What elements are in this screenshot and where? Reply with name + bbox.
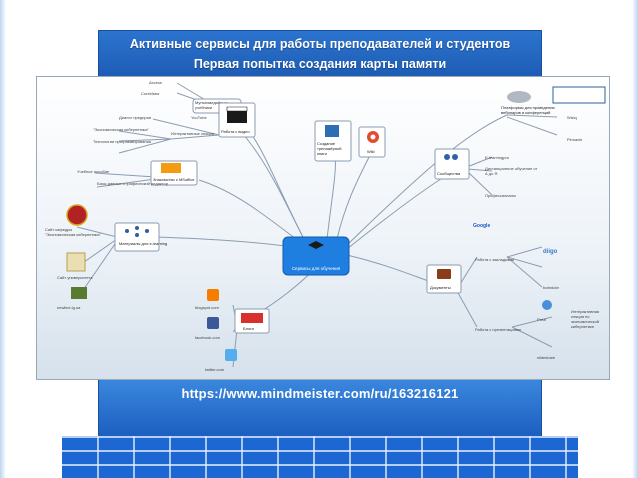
leaf-video-cybernetics: "Экономическая кибернетика": [93, 127, 149, 132]
node-textbook[interactable]: Создание тренажёрной книги: [314, 120, 352, 162]
people-icon: [444, 154, 458, 160]
node-webinars-label: Платформы для проведения вебинаров и кон…: [501, 105, 555, 115]
leaf-video-dialog: Диалог предприи: [119, 115, 151, 120]
node-documents-label: Документы: [430, 285, 451, 290]
right-frame-gradient: [632, 0, 638, 478]
node-msoffice-label: Знакомство с MSoffice: [153, 177, 195, 182]
department-emblem-icon: [66, 204, 88, 226]
leaf-coreldraw: Coreldraw: [141, 91, 159, 96]
office-logo-icon: [161, 163, 181, 173]
graduation-cap-icon: [308, 241, 324, 249]
leaf-prezi: Prezi: [537, 317, 546, 322]
leaf-textbook-manual: Учебное пособие: [77, 169, 110, 174]
newline-logo-icon: [71, 287, 87, 299]
node-multimedia-label: Мультимедийные учебники: [195, 100, 228, 110]
mindmap-canvas: Сервисы для обучения Мультимедийные учеб…: [45, 80, 610, 372]
node-communities[interactable]: Сообщества E-learningpro Дистанционное о…: [434, 148, 541, 198]
central-node-label: Сервисы для обучения: [292, 266, 341, 271]
node-video-label: Работа с видео: [221, 129, 250, 134]
prezi-icon: [542, 300, 552, 310]
leaf-pinnacle: Pinnacle: [567, 137, 583, 142]
node-blogs[interactable]: Блоги blogspot.com facebook.com twitter.…: [195, 289, 270, 372]
slide-subtitle: Первая попытка создания карты памяти: [193, 57, 447, 71]
cloud-icon: [507, 91, 531, 103]
leaf-interactive-lecture: Интерактивная лекция по экономической ки…: [571, 309, 600, 329]
leaf-video-programming: Технологии программирования: [93, 139, 151, 144]
university-emblem-icon: [66, 252, 86, 272]
facebook-icon: [207, 317, 219, 329]
mindmap-url[interactable]: https://www.mindmeister.com/ru/163216121: [181, 386, 459, 401]
leaf-google: Google: [473, 223, 490, 229]
briefcase-icon: [437, 269, 451, 279]
leaf-presentations: Работа с презентациями: [475, 327, 521, 332]
decorative-grid: [62, 436, 578, 478]
network-icon: [125, 226, 149, 237]
mindmap-screenshot: Сервисы для обучения Мультимедийные учеб…: [36, 76, 610, 380]
leaf-databases: Базы данных и графический редактор: [97, 181, 169, 186]
blogger-icon: [207, 289, 219, 301]
url-bar: https://www.mindmeister.com/ru/163216121: [98, 380, 542, 436]
leaf-professionals: Профессионалы: [485, 193, 516, 198]
leaf-facebook: facebook.com: [195, 335, 221, 340]
title-bar: Активные сервисы для работы преподавател…: [98, 30, 542, 80]
node-blogs-label: Блоги: [243, 326, 254, 331]
leaf-blogspot: blogspot.com: [195, 305, 219, 310]
wiziq-logo-icon: [552, 86, 606, 104]
leaf-slideshare: slideshare: [537, 355, 556, 360]
node-documents[interactable]: Документы Работа с закладками Работа с п…: [426, 223, 610, 360]
twitter-icon: [225, 349, 237, 361]
node-wiki-label: Wiki: [367, 149, 375, 154]
leaf-twitter: twitter.com: [205, 367, 225, 372]
leaf-department-site: Сайт кафедры "Экономическая кибернетика": [45, 227, 101, 237]
node-msoffice[interactable]: Знакомство с MSoffice Учебное пособие Ба…: [77, 160, 198, 186]
grid-canvas: [62, 436, 578, 478]
leaf-newline: newline.lg.ua: [57, 305, 81, 310]
node-materials-label: Материалы для e-learning: [119, 241, 167, 246]
leaf-bookmarks: Работа с закладками: [475, 257, 514, 262]
node-wiki[interactable]: Wiki: [358, 126, 386, 158]
central-node[interactable]: Сервисы для обучения: [282, 236, 350, 276]
node-textbook-label: Создание тренажёрной книги: [317, 141, 342, 156]
leaf-distance-learning: Дистанционное обучение от А до Я: [485, 166, 538, 176]
book-icon: [325, 125, 339, 137]
node-materials[interactable]: Материалы для e-learning Сайт кафедры "Э…: [45, 204, 167, 310]
leaf-access: Access: [149, 80, 162, 85]
blog-icon: [241, 313, 263, 323]
leaf-youtube: YouTube: [191, 115, 207, 120]
leaf-elearningpro: E-learningpro: [485, 155, 510, 160]
leaf-wiziq: Wiziq: [567, 115, 577, 120]
leaf-bobrdobr: bobrdobr: [543, 285, 560, 290]
node-video[interactable]: Работа с видео YouTube Интерактивные лек…: [93, 102, 256, 144]
node-webinars[interactable]: Платформы для проведения вебинаров и кон…: [501, 86, 606, 142]
leaf-diigo: diigo: [543, 249, 558, 255]
left-frame-gradient: [0, 0, 6, 478]
leaf-university-site: Сайт университета: [57, 275, 93, 280]
leaf-interactive-lectures: Интерактивные лекции: [171, 131, 214, 136]
slide-title: Активные сервисы для работы преподавател…: [129, 37, 511, 51]
node-communities-label: Сообщества: [437, 171, 461, 176]
